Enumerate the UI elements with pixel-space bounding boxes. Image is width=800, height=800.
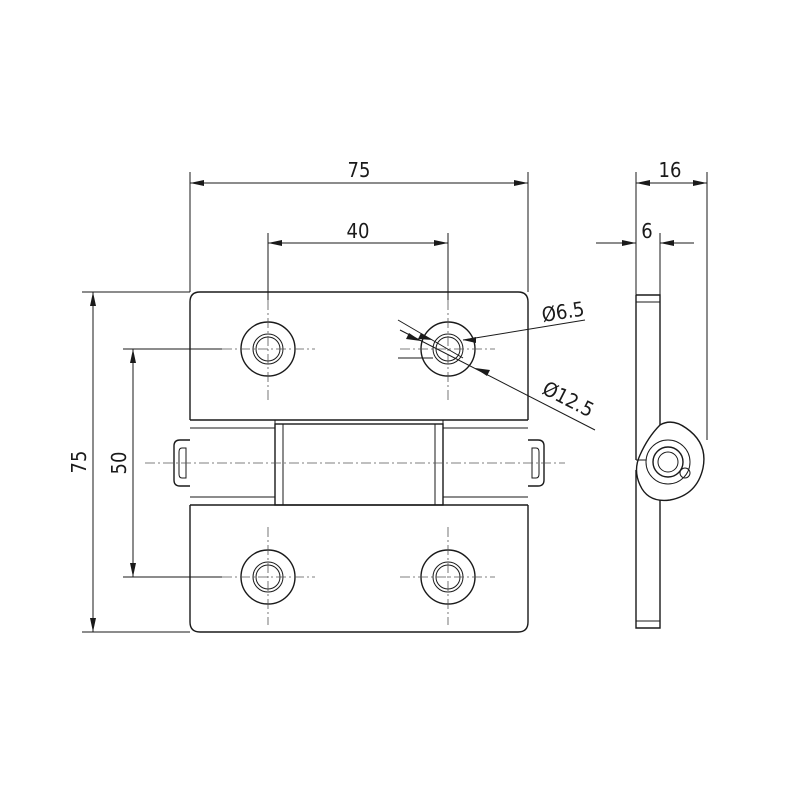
side-leaf-lower	[635, 470, 661, 629]
label-hole-diameter: Ø6.5	[540, 297, 586, 327]
front-view	[145, 291, 565, 633]
label-countersink-diameter: Ø12.5	[539, 376, 598, 422]
lower-leaf	[189, 505, 529, 633]
label-overall-width: 75	[348, 158, 371, 182]
dimension-hole-spacing-horizontal: 40	[267, 219, 449, 300]
side-view	[635, 294, 705, 629]
knuckle	[190, 419, 528, 506]
dimension-leaf-thickness: 6	[596, 219, 694, 295]
label-hole-spacing-vertical: 50	[107, 452, 131, 475]
dimension-overall-width: 75	[189, 158, 529, 292]
dimension-hole-spacing-vertical: 50	[107, 348, 222, 578]
label-hole-spacing-horizontal: 40	[347, 219, 370, 243]
label-side-thickness: 16	[659, 158, 682, 182]
dimension-side-thickness: 16	[635, 158, 708, 440]
label-leaf-thickness: 6	[641, 219, 652, 243]
side-leaf-upper	[635, 294, 661, 460]
side-knuckle	[635, 421, 705, 502]
center-lines	[145, 300, 565, 625]
dimension-countersink-diameter: Ø12.5	[399, 329, 598, 431]
label-overall-height: 75	[67, 451, 91, 474]
pin-left	[173, 439, 190, 487]
dimension-overall-height: 75	[67, 291, 190, 633]
upper-leaf	[189, 291, 529, 420]
